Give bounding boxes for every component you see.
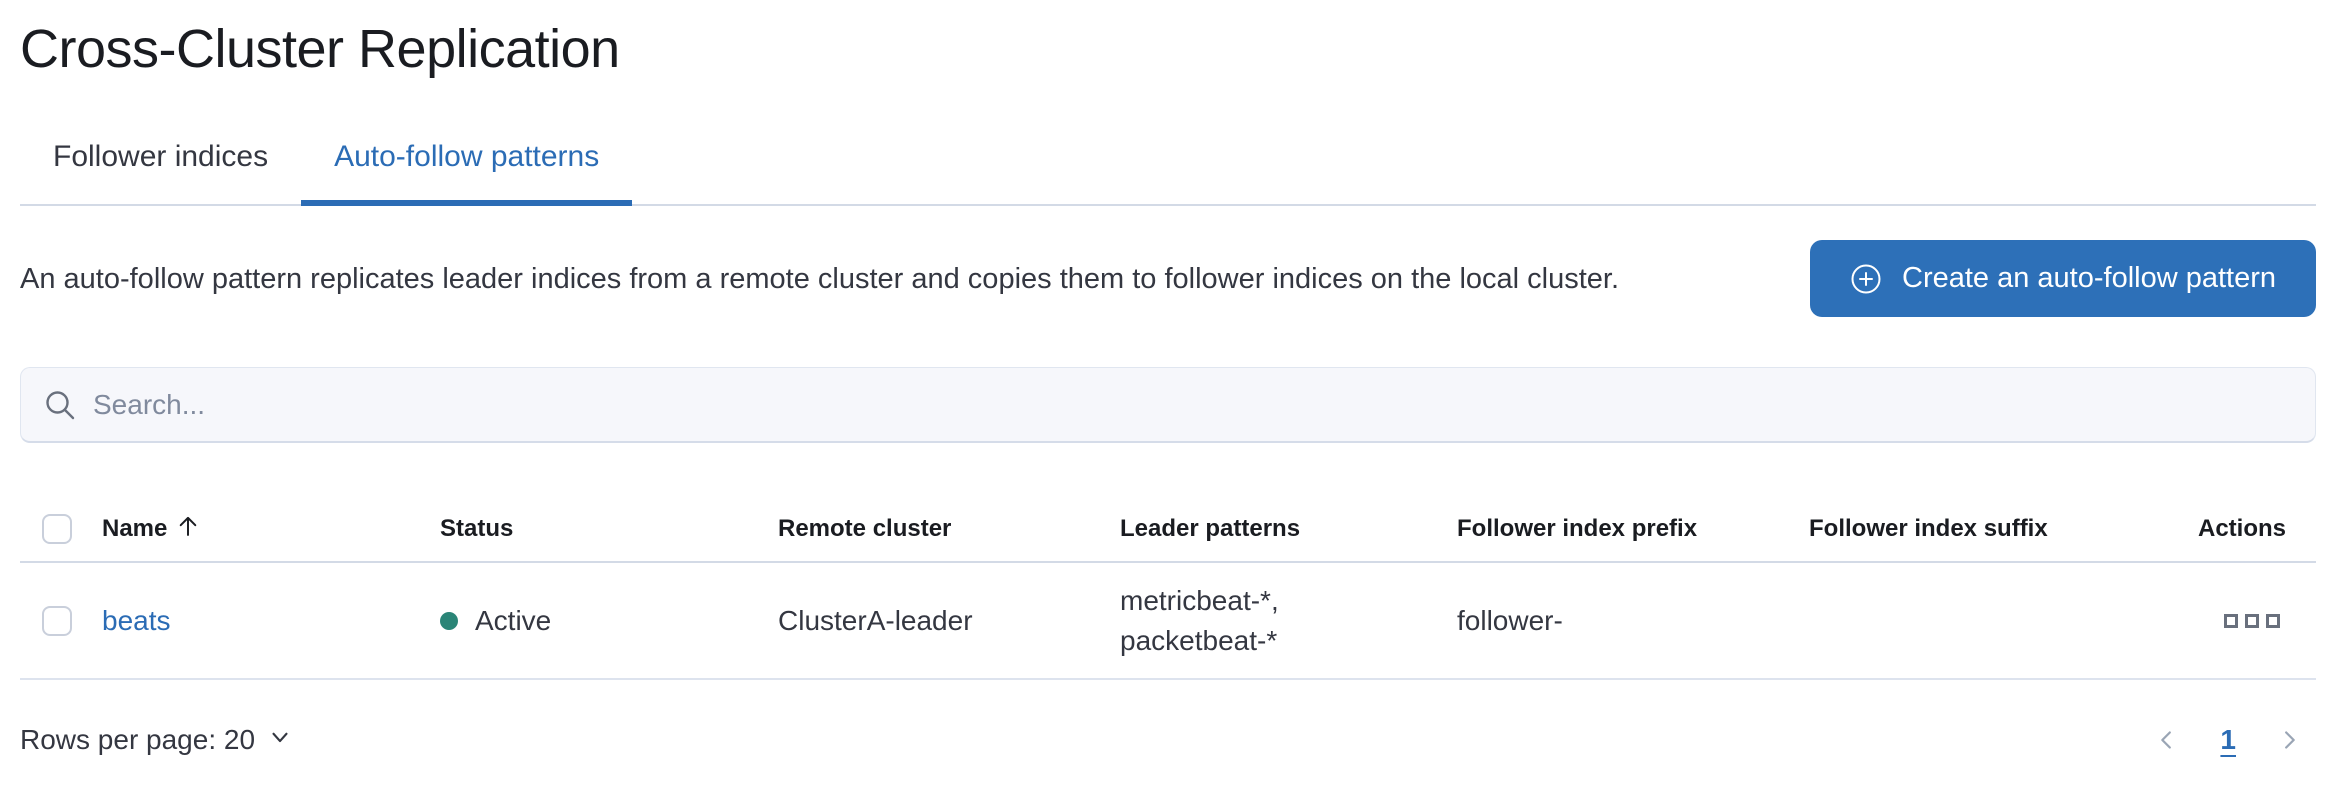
column-header-follower-index-prefix[interactable]: Follower index prefix [1457,515,1698,542]
header-checkbox-cell [20,514,84,544]
column-header-follower-index-suffix[interactable]: Follower index suffix [1809,515,2048,542]
intro-row: An auto-follow pattern replicates leader… [20,240,2316,317]
search-bar [20,367,2316,443]
status-cell: Active [440,605,778,637]
select-all-checkbox[interactable] [42,514,72,544]
row-checkbox-cell [20,605,84,636]
search-input[interactable] [93,368,2293,441]
leader-patterns-cell: metricbeat-*, packetbeat-* [1120,584,1279,656]
table-row: beats Active ClusterA-leader metricbeat-… [20,563,2316,680]
actions-cell [2169,608,2316,634]
auto-follow-patterns-table: Name Status Remote cluster Leader patter… [20,497,2316,680]
page-number-button[interactable]: 1 [2214,720,2242,760]
sort-ascending-icon [175,513,201,546]
rows-per-page-button[interactable]: Rows per page: 20 [20,724,293,757]
status-label: Active [475,604,552,636]
column-header-actions: Actions [2197,515,2286,542]
intro-description: An auto-follow pattern replicates leader… [20,262,1620,295]
remote-cluster-cell: ClusterA-leader [778,604,973,636]
previous-page-icon[interactable] [2148,721,2186,759]
page-title: Cross-Cluster Replication [20,19,620,79]
column-header-status[interactable]: Status [440,515,514,542]
column-header-remote-cluster[interactable]: Remote cluster [778,515,952,542]
table-footer: Rows per page: 20 1 [20,720,2316,760]
next-page-icon[interactable] [2270,721,2308,759]
table-header-row: Name Status Remote cluster Leader patter… [20,497,2316,563]
tab-auto-follow-patterns[interactable]: Auto-follow patterns [301,140,633,206]
search-icon [43,388,77,422]
column-header-name[interactable]: Name [84,513,440,546]
pagination: 1 [2148,720,2308,760]
all-actions-icon[interactable] [2218,608,2286,634]
follower-index-prefix-cell: follower- [1457,604,1563,636]
tab-follower-indices[interactable]: Follower indices [53,140,269,173]
pattern-name-cell: beats [84,605,440,637]
select-row-checkbox[interactable] [42,605,72,636]
create-auto-follow-pattern-button[interactable]: Create an auto-follow pattern [1810,240,2316,317]
column-header-leader-patterns[interactable]: Leader patterns [1120,515,1301,542]
chevron-down-icon [267,724,293,757]
rows-per-page-label: Rows per page: 20 [20,724,256,755]
tab-bar: Follower indices Auto-follow patterns [20,140,2316,206]
create-button-label: Create an auto-follow pattern [1902,262,2276,294]
pattern-name-link[interactable]: beats [102,604,171,636]
column-header-name-label: Name [102,515,168,542]
status-active-dot-icon [440,611,458,630]
plus-in-circle-icon [1850,263,1882,295]
